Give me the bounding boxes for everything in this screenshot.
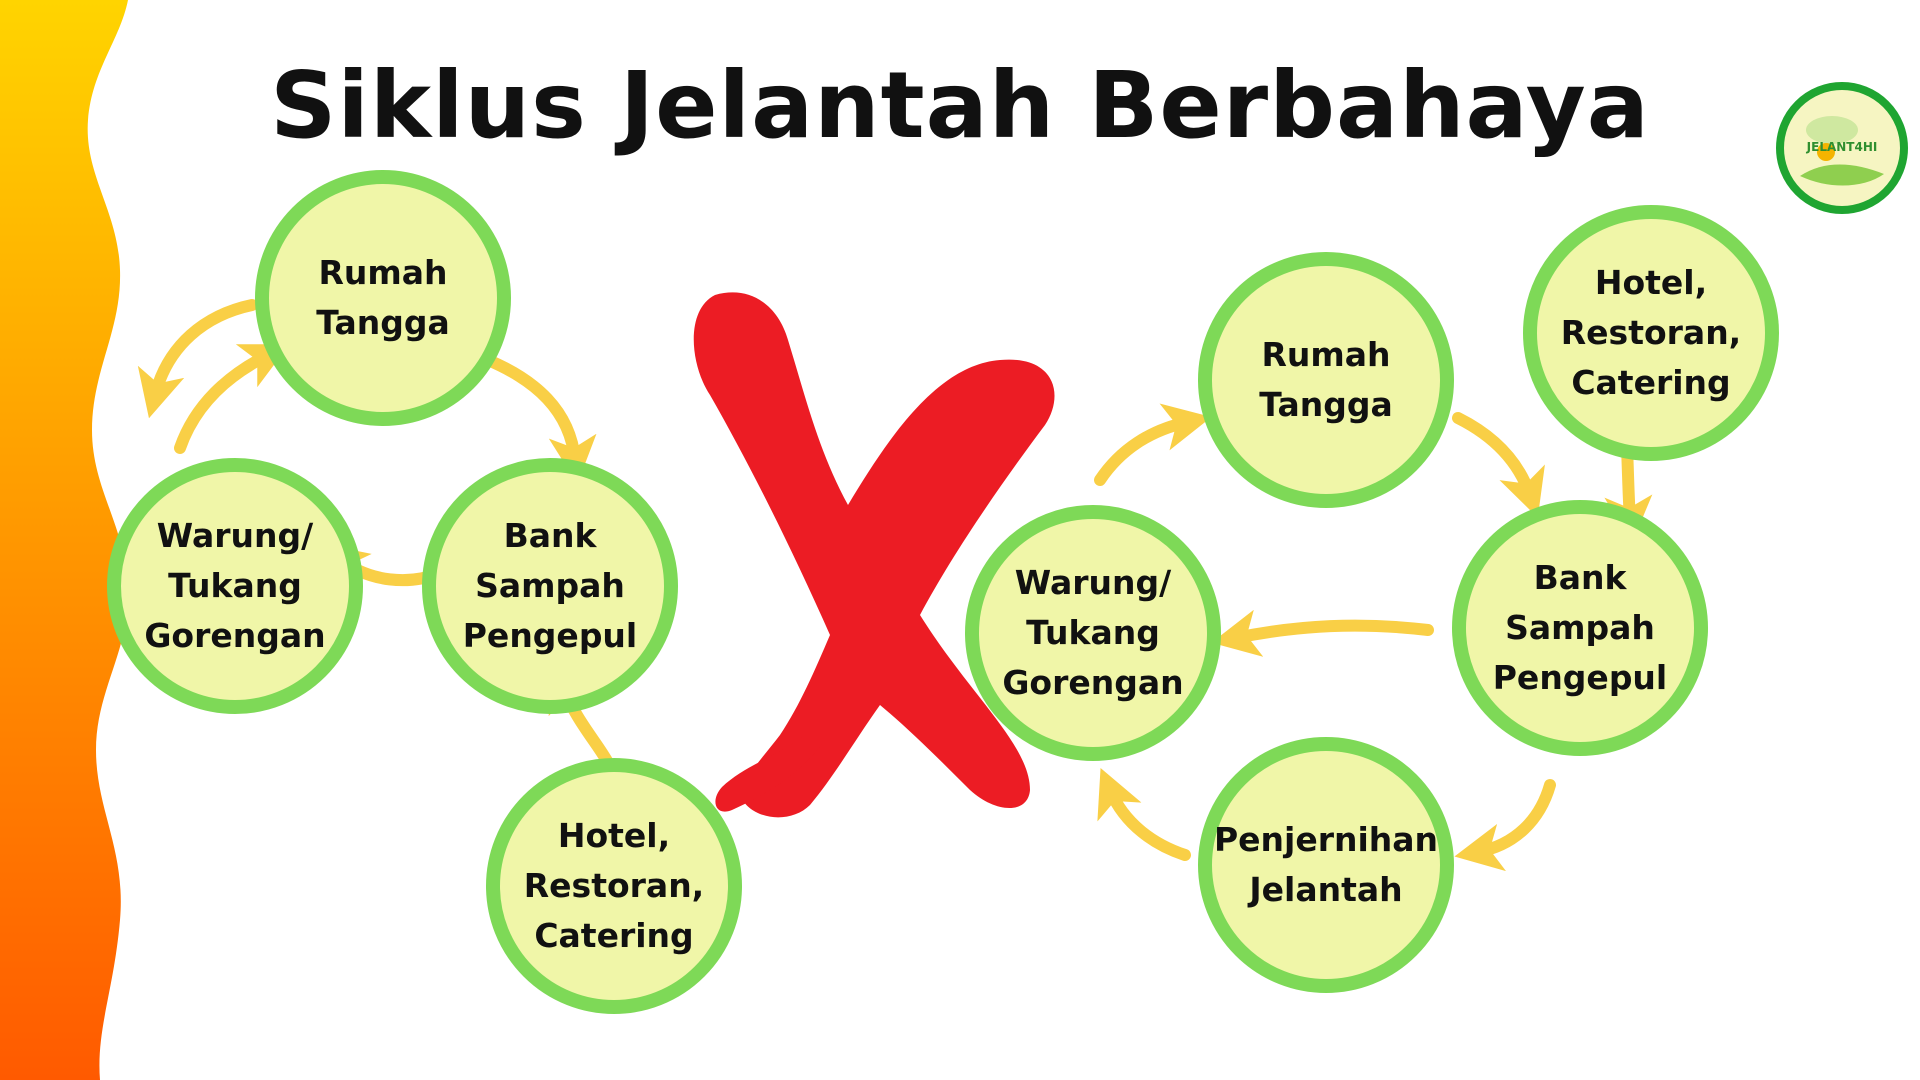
node-right-hotel: Hotel, Restoran, Catering: [1523, 205, 1779, 461]
node-right-rumah-tangga: Rumah Tangga: [1198, 252, 1454, 508]
wave-decoration: [0, 0, 129, 1080]
node-label: Rumah Tangga: [316, 253, 450, 342]
arrow-bank-to-warung-right: [1211, 609, 1434, 657]
node-label: Bank Sampah Pengepul: [462, 516, 638, 655]
arrow-rumah-to-bank: [482, 354, 597, 484]
node-label: Warung/ Tukang Gorengan: [1002, 563, 1184, 702]
jelantah-logo-icon: JELANT4HI: [1776, 82, 1908, 214]
arrow-warung-to-rumah-right: [1094, 403, 1212, 486]
arrow-bank-to-penjernihan-right: [1454, 779, 1556, 872]
arrow-rumah-to-bank-right: [1452, 412, 1545, 518]
page-title: Siklus Jelantah Berbahaya: [270, 52, 1650, 159]
cross-icon: [693, 292, 1055, 818]
node-left-bank-sampah: Bank Sampah Pengepul: [422, 458, 678, 714]
node-label: Bank Sampah Pengepul: [1492, 558, 1668, 697]
node-label: Hotel, Restoran, Catering: [523, 816, 705, 955]
node-right-warung: Warung/ Tukang Gorengan: [965, 505, 1221, 761]
logo-text: JELANT4HI: [1806, 140, 1878, 154]
node-left-warung: Warung/ Tukang Gorengan: [107, 458, 363, 714]
node-label: Penjernihan Jelantah: [1213, 820, 1439, 909]
hand-oil-icon: [1800, 116, 1884, 186]
node-left-rumah-tangga: Rumah Tangga: [255, 170, 511, 426]
arrow-warung-to-rumah: [174, 344, 290, 454]
node-label: Rumah Tangga: [1259, 335, 1393, 424]
arrow-penjernihan-to-warung-right: [1097, 767, 1191, 861]
node-right-penjernihan: Penjernihan Jelantah: [1198, 737, 1454, 993]
node-right-bank-sampah: Bank Sampah Pengepul: [1452, 500, 1708, 756]
node-label: Hotel, Restoran, Catering: [1560, 263, 1742, 402]
arrow-rumah-to-warung: [137, 299, 258, 419]
node-label: Warung/ Tukang Gorengan: [144, 516, 326, 655]
